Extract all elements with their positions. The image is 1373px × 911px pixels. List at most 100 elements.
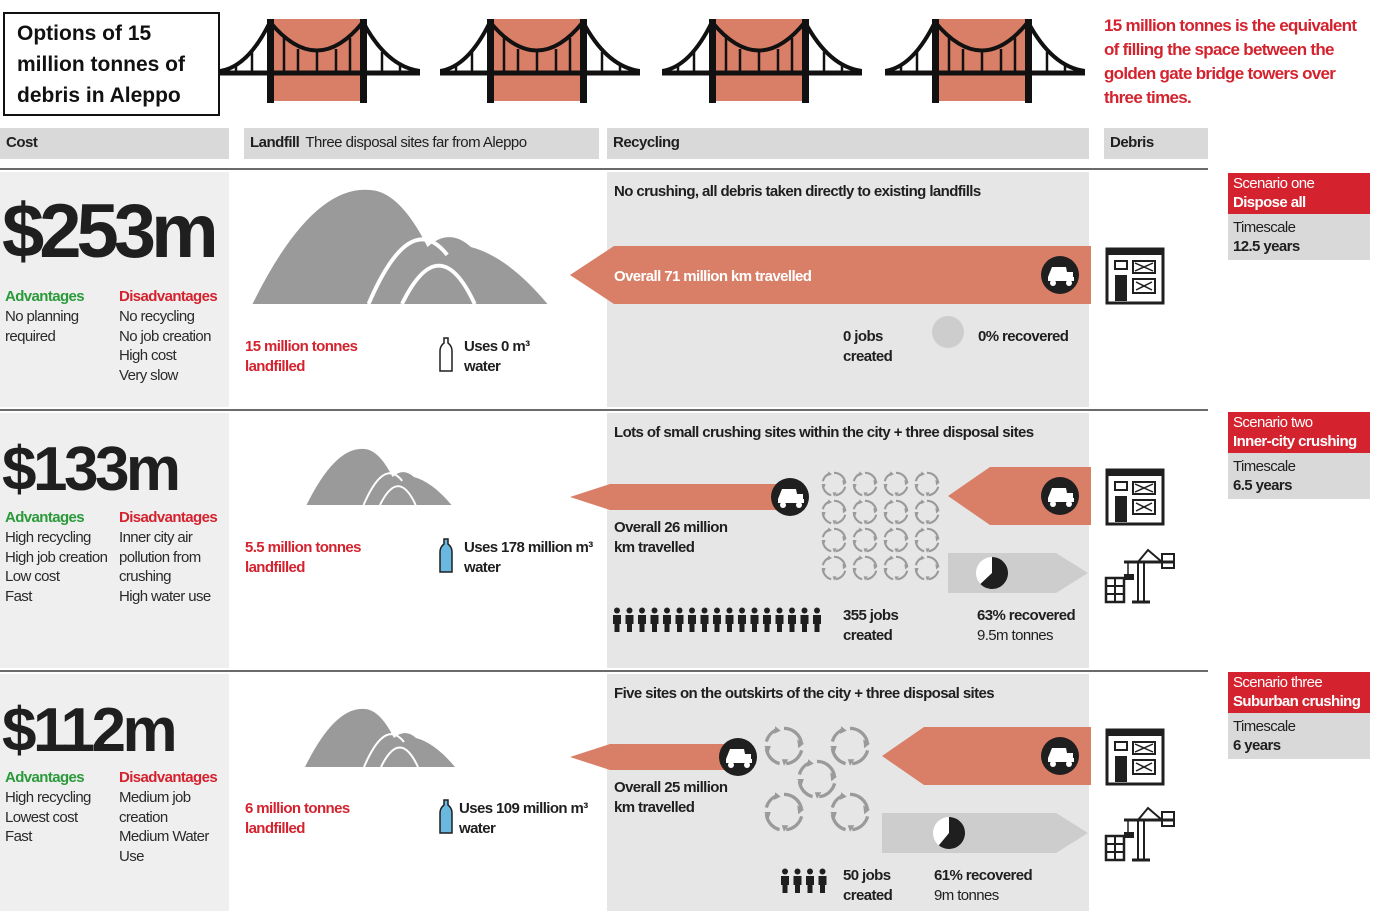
- recycling-panel: [607, 413, 1089, 668]
- advantages-heading: Advantages: [5, 288, 85, 305]
- debris-arrow: [882, 727, 1091, 785]
- worker-icon: [775, 607, 784, 632]
- recovered-arrow: [948, 553, 1088, 593]
- recovered-pie-icon: [933, 817, 965, 849]
- cost-panel: [0, 674, 229, 911]
- disadvantages-heading: Disadvantages: [119, 769, 218, 786]
- page-title: Options of 15 million tonnes of debris i…: [3, 12, 220, 116]
- landfill-mound-icon: [305, 708, 455, 768]
- recovered-arrow: [882, 813, 1088, 853]
- recycling-title: Lots of small crushing sites within the …: [614, 424, 1034, 441]
- bridge-icon: [220, 17, 420, 103]
- recovered-stat: 0% recovered: [978, 328, 1069, 345]
- distance-arrow: [570, 246, 1091, 304]
- water-bottle-icon: [439, 538, 453, 574]
- distance-arrow: [570, 484, 792, 510]
- worker-icon: [818, 868, 827, 893]
- crushing-sites-grid: [820, 470, 941, 582]
- suburban-crushing-sites: [762, 724, 872, 834]
- worker-icon: [793, 868, 802, 893]
- worker-icon: [613, 607, 621, 632]
- worker-icon: [650, 607, 659, 632]
- worker-icon: [763, 607, 771, 632]
- building-icon: [1105, 247, 1165, 305]
- worker-icon: [738, 607, 746, 632]
- landfill-mound-icon: [250, 188, 550, 306]
- cost-amount: $112m: [2, 696, 178, 765]
- worker-icon: [750, 607, 759, 632]
- advantages-heading: Advantages: [5, 769, 85, 786]
- worker-icon: [781, 868, 789, 893]
- header-cost: Cost: [0, 128, 229, 159]
- worker-icon: [788, 607, 796, 632]
- worker-icon: [700, 607, 709, 632]
- distance-arrow: [570, 744, 730, 770]
- distance-label: Overall 71 million km travelled: [614, 268, 812, 285]
- row-divider: [0, 409, 1208, 411]
- advantages-heading: Advantages: [5, 509, 85, 526]
- worker-icon: [725, 607, 734, 632]
- building-icon: [1105, 728, 1165, 786]
- cost-panel: [0, 413, 229, 668]
- recovered-pie-icon: [976, 557, 1008, 589]
- truck-icon: [1040, 255, 1080, 295]
- truck-icon: [770, 477, 810, 517]
- worker-icon: [675, 607, 684, 632]
- pie-recovered-slice: [938, 817, 965, 849]
- header-landfill-sub: Three disposal sites far from Aleppo: [305, 134, 527, 151]
- header-recycling: Recycling: [607, 128, 1089, 159]
- worker-icon: [625, 607, 634, 632]
- crane-icon: [1104, 548, 1176, 604]
- water-bottle-icon: [439, 337, 453, 373]
- cost-amount: $133m: [2, 435, 181, 504]
- pie-recovered-slice: [980, 557, 1008, 589]
- truck-icon: [718, 737, 758, 777]
- cost-panel: [0, 172, 229, 407]
- row-divider: [0, 168, 1208, 170]
- bridge-icon: [440, 17, 640, 103]
- landfill-mound-icon: [305, 448, 453, 506]
- recycling-title: Five sites on the outskirts of the city …: [614, 685, 995, 702]
- disadvantages-heading: Disadvantages: [119, 509, 218, 526]
- recycling-panel: [607, 674, 1089, 911]
- recovered-pie-icon: [932, 316, 964, 348]
- water-bottle-icon: [439, 799, 453, 835]
- worker-icon: [800, 607, 809, 632]
- truck-icon: [1040, 476, 1080, 516]
- worker-icon: [713, 607, 721, 632]
- worker-icon: [663, 607, 671, 632]
- worker-icon: [638, 607, 646, 632]
- bridge-icon: [885, 17, 1085, 103]
- worker-icon: [688, 607, 696, 632]
- disadvantages-heading: Disadvantages: [119, 288, 218, 305]
- cost-amount: $253m: [2, 189, 219, 274]
- worker-icon: [806, 868, 814, 893]
- truck-icon: [1040, 736, 1080, 776]
- jobs-workers-icons: [781, 868, 827, 893]
- header-debris: Debris: [1104, 128, 1208, 159]
- building-icon: [1105, 468, 1165, 526]
- recycling-title: No crushing, all debris taken directly t…: [614, 183, 981, 200]
